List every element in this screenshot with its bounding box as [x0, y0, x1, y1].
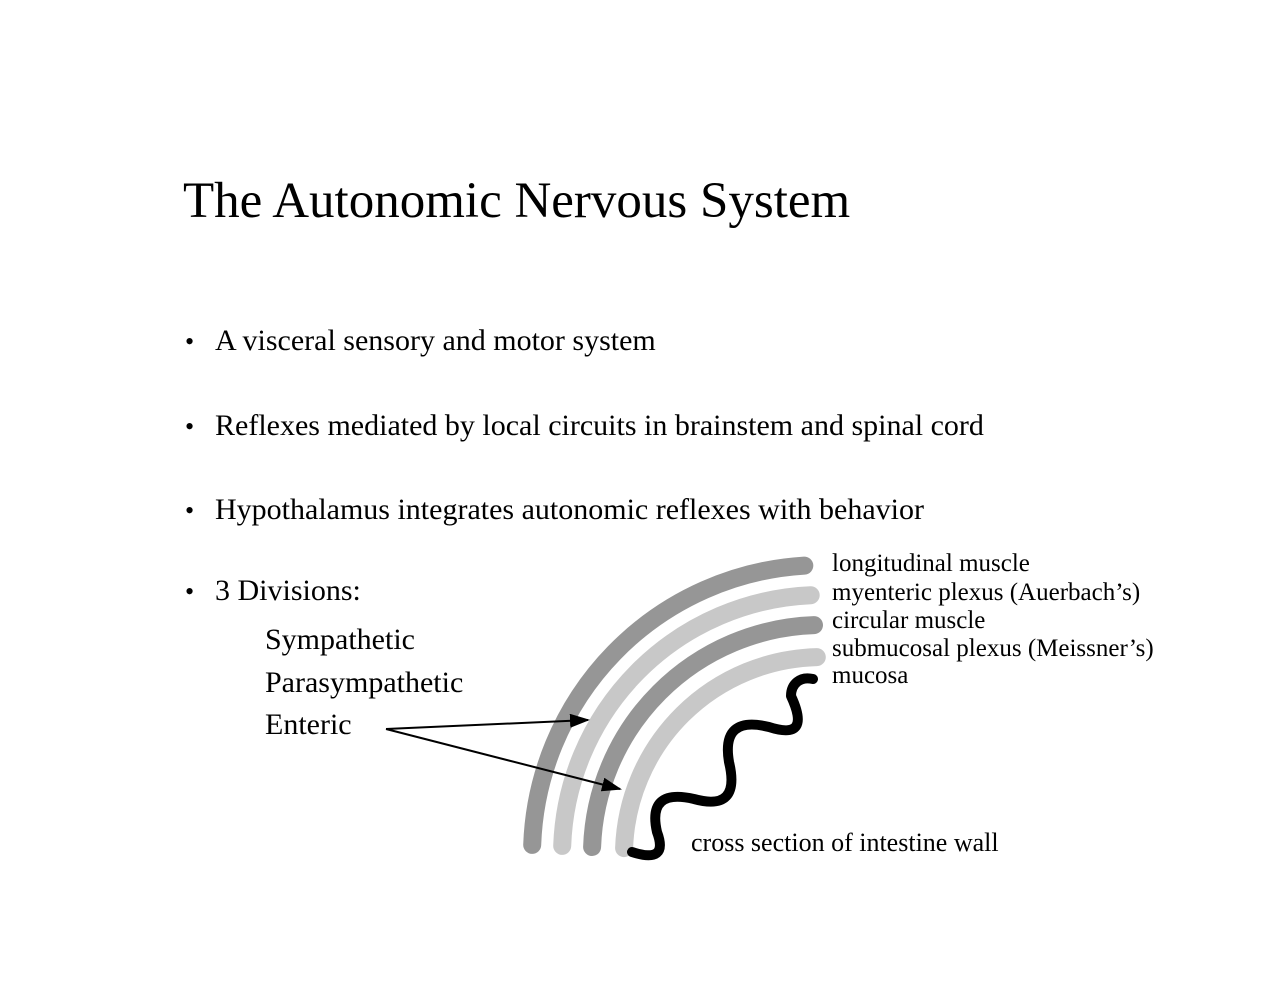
- bullet-dot-icon: •: [185, 412, 195, 441]
- bullet-item-2: • Reflexes mediated by local circuits in…: [185, 411, 984, 441]
- bullet-text: A visceral sensory and motor system: [215, 324, 656, 357]
- enteric-arrow-upper: [385, 713, 590, 730]
- division-sympathetic: Sympathetic: [265, 623, 415, 656]
- bullet-item-1: • A visceral sensory and motor system: [185, 326, 656, 356]
- arc-circular-muscle: [583, 616, 823, 856]
- diagram-caption: cross section of intestine wall: [691, 828, 999, 857]
- slide-title: The Autonomic Nervous System: [183, 173, 851, 229]
- arc-longitudinal-muscle: [523, 556, 814, 854]
- bullet-dot-icon: •: [185, 577, 195, 606]
- enteric-arrow-lower: [385, 728, 622, 792]
- bullet-item-4-divisions: • 3 Divisions:: [185, 576, 361, 606]
- bullet-text: Reflexes mediated by local circuits in b…: [215, 409, 984, 442]
- label-myenteric-plexus: myenteric plexus (Auerbach’s): [832, 579, 1141, 606]
- label-longitudinal-muscle: longitudinal muscle: [832, 550, 1030, 577]
- arc-submucosal-plexus: [615, 648, 826, 858]
- division-enteric: Enteric: [265, 708, 352, 741]
- bullet-dot-icon: •: [185, 496, 195, 525]
- bullet-item-3: • Hypothalamus integrates autonomic refl…: [185, 495, 924, 525]
- label-submucosal-plexus: submucosal plexus (Meissner’s): [832, 635, 1154, 662]
- bullet-dot-icon: •: [185, 327, 195, 356]
- mucosa-squiggle-line: [627, 673, 818, 861]
- bullet-text: 3 Divisions:: [215, 574, 361, 607]
- label-mucosa: mucosa: [832, 662, 909, 689]
- bullet-text: Hypothalamus integrates autonomic reflex…: [215, 493, 924, 526]
- label-circular-muscle: circular muscle: [832, 607, 986, 634]
- division-parasympathetic: Parasympathetic: [265, 666, 464, 699]
- arc-myenteric-plexus: [553, 586, 820, 855]
